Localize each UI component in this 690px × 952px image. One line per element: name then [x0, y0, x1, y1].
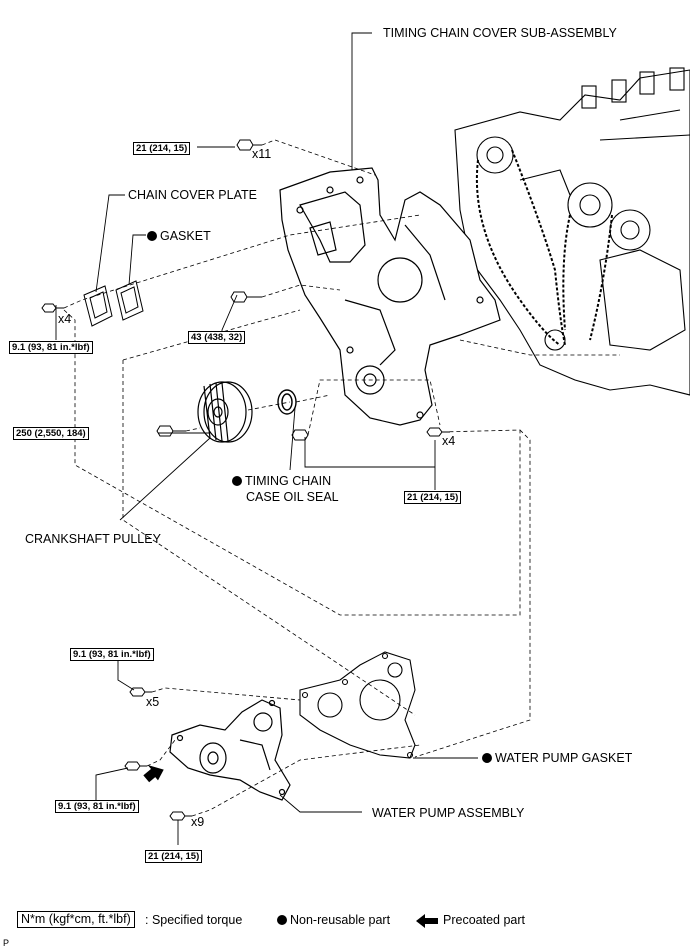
non-reusable-dot-icon [147, 231, 157, 241]
torque-spec-plate-bolts: 9.1 (93, 81 in.*lbf) [9, 341, 93, 354]
crankshaft-pulley-shape [197, 381, 253, 443]
gasket-shape [115, 280, 144, 321]
oil-seal-label-line2: CASE OIL SEAL [246, 490, 339, 504]
torque-spec-cover-stud-bolt: 43 (438, 32) [188, 331, 246, 344]
bolts [41, 139, 450, 821]
quantity-x4-cover: x4 [442, 434, 456, 448]
gasket-text: GASKET [160, 229, 211, 243]
water-pump-shape [169, 699, 291, 801]
non-reusable-dot-icon [277, 915, 287, 925]
torque-spec-cover-bolts: 21 (214, 15) [133, 142, 191, 155]
legend-torque-desc: : Specified torque [145, 913, 243, 927]
water-pump-gasket-text: WATER PUMP GASKET [495, 751, 633, 765]
torque-spec-water-pump-bolt-precoated: 9.1 (93, 81 in.*lbf) [55, 800, 139, 813]
quantity-x9: x9 [191, 815, 205, 829]
water-pump-gasket-shape [299, 651, 416, 759]
gasket-label: GASKET [147, 229, 211, 243]
quantity-x5: x5 [146, 695, 160, 709]
chain-cover-plate-label: CHAIN COVER PLATE [128, 188, 257, 202]
timing-chain-cover-label: TIMING CHAIN COVER SUB-ASSEMBLY [383, 26, 617, 40]
oil-seal-text-line1: TIMING CHAIN [245, 474, 332, 488]
assembly-dashed-lines [63, 139, 620, 817]
timing-chain-cover-shape [279, 167, 501, 426]
torque-spec-pulley-bolt: 250 (2,550, 184) [13, 427, 89, 440]
oil-seal-shape [277, 389, 297, 415]
non-reusable-dot-icon [232, 476, 242, 486]
leader-lines [55, 32, 478, 845]
precoated-arrow-icon [416, 914, 438, 928]
quantity-x4-plate: x4 [58, 312, 72, 326]
precoated-arrow-marker [143, 764, 164, 783]
legend-precoated: Precoated part [443, 913, 525, 927]
legend-non-reusable: Non-reusable part [277, 913, 390, 927]
legend-torque-units: N*m (kgf*cm, ft.*lbf) [17, 911, 135, 928]
torque-spec-cover-nuts: 21 (214, 15) [404, 491, 462, 504]
legend-non-reusable-text: Non-reusable part [290, 913, 391, 927]
quantity-x11: x11 [252, 147, 272, 161]
water-pump-gasket-label: WATER PUMP GASKET [482, 751, 632, 765]
water-pump-assembly-label: WATER PUMP ASSEMBLY [372, 806, 525, 820]
chain-cover-plate-shape [83, 285, 113, 327]
non-reusable-dot-icon [482, 753, 492, 763]
engine-block [454, 67, 690, 396]
torque-spec-water-pump-bolts-x9: 21 (214, 15) [145, 850, 203, 863]
torque-spec-water-pump-bolts-x5: 9.1 (93, 81 in.*lbf) [70, 648, 154, 661]
oil-seal-label: TIMING CHAIN [232, 474, 331, 488]
corner-mark: P [3, 938, 10, 948]
crankshaft-pulley-label: CRANKSHAFT PULLEY [25, 532, 161, 546]
